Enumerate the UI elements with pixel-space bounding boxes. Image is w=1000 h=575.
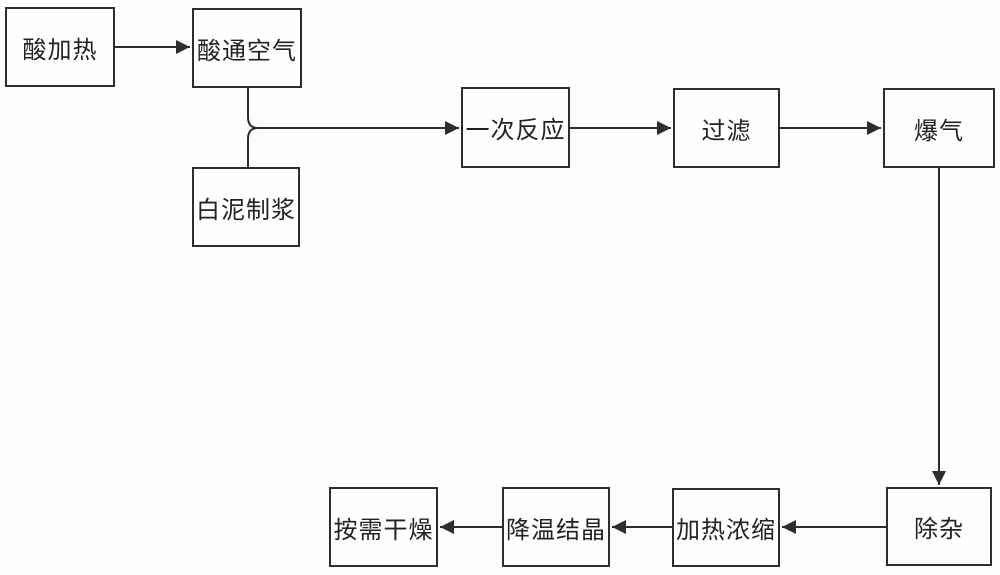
node-on-demand-drying: 按需干燥	[329, 487, 438, 567]
node-heating-concentration: 加热浓缩	[672, 488, 780, 567]
node-filtration: 过滤	[673, 88, 780, 168]
node-acid-heating: 酸加热	[5, 7, 115, 87]
edge-white-mud-to-merge	[247, 127, 259, 167]
node-impurity-removal: 除杂	[886, 487, 992, 566]
edge-acid-air-to-merge	[247, 88, 259, 129]
node-cooling-crystallization: 降温结晶	[502, 487, 610, 567]
node-white-mud-slurry: 白泥制浆	[192, 167, 300, 247]
node-acid-air-sparging: 酸通空气	[192, 8, 302, 88]
node-primary-reaction: 一次反应	[461, 87, 570, 168]
node-aeration: 爆气	[883, 88, 995, 168]
